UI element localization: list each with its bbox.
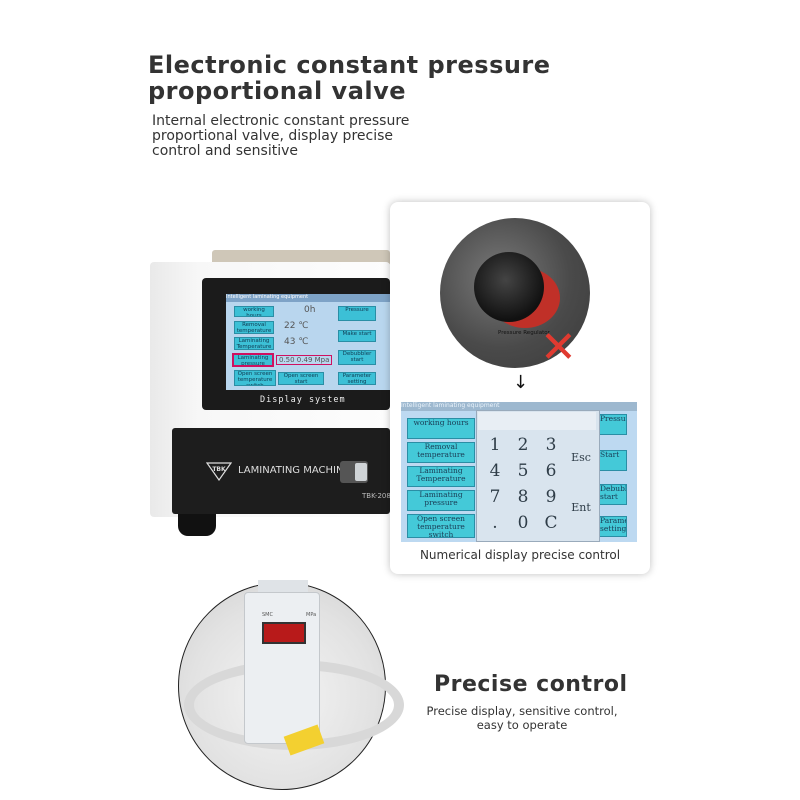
kp-working-hours-button[interactable]: working hours [407, 418, 475, 439]
description-line-3: control and sensitive [152, 143, 299, 159]
screen-working-hours-button[interactable]: working hours [234, 306, 274, 317]
kp-laminating-temperature-button[interactable]: Laminating Temperature [407, 466, 475, 487]
screen-removal-temp-button[interactable]: Removal temperature [234, 321, 274, 334]
kp-open-screen-temp-switch-button[interactable]: Open screen temperature switch [407, 514, 475, 539]
kp-pressure-button[interactable]: Pressure [599, 414, 627, 435]
key-3[interactable]: 3 [545, 435, 557, 455]
headline: Electronic constant pressure proportiona… [148, 52, 551, 104]
screen-laminating-pressure-value: 0.50 0.49 Mpa [276, 355, 333, 365]
key-4[interactable]: 4 [489, 461, 501, 481]
kp-debubbler-start-button[interactable]: Debubbler start [599, 484, 627, 505]
key-esc[interactable]: Esc [571, 451, 591, 464]
key-enter[interactable]: Ent [571, 501, 591, 514]
machine-switch-lever[interactable] [355, 463, 367, 481]
machine-touch-screen: working hours 0h Removal temperature 22 … [226, 294, 390, 390]
tbk-logo-text: TBK [212, 466, 226, 473]
key-7[interactable]: 7 [489, 487, 501, 507]
description-line-1: Internal electronic constant pressure [152, 113, 410, 129]
key-2[interactable]: 2 [517, 435, 529, 455]
proportional-valve [244, 592, 320, 744]
tbk-logo-icon: TBK [206, 462, 232, 481]
numeric-keypad: 1 2 3 4 5 6 7 8 9 . 0 C Esc Ent [476, 410, 600, 542]
precise-control-description: Precise display, sensitive control, easy… [414, 704, 630, 732]
machine-foot [178, 514, 216, 536]
key-decimal[interactable]: . [492, 513, 498, 533]
screen-laminating-temp-value: 43 ℃ [284, 337, 309, 347]
key-clear[interactable]: C [544, 513, 558, 533]
kp-laminating-pressure-button[interactable]: Laminating pressure [407, 490, 475, 511]
key-6[interactable]: 6 [545, 461, 557, 481]
screen-make-start-button[interactable]: Make start [338, 330, 376, 342]
screen-open-screen-temp-switch-button[interactable]: Open screen temperature switch [234, 370, 276, 386]
regulator-knob [474, 252, 544, 322]
screen-open-screen-start-button[interactable]: Open screen start [278, 372, 324, 385]
kp-removal-temperature-button[interactable]: Removal temperature [407, 442, 475, 463]
screen-laminating-pressure-button[interactable]: Laminating pressure [232, 353, 274, 367]
valve-brand-label: SMC [262, 612, 273, 618]
precise-control-line-1: Precise display, sensitive control, [426, 704, 618, 718]
red-x-icon: ✕ [540, 322, 577, 373]
key-9[interactable]: 9 [545, 487, 557, 507]
headline-description: Internal electronic constant pressure pr… [152, 114, 409, 159]
keypad-display [478, 412, 596, 430]
headline-line-1: Electronic constant pressure [148, 51, 551, 79]
machine-model-label: TBK-208 [362, 492, 391, 500]
kp-parameter-setting-button[interactable]: Parameter setting [599, 516, 627, 537]
precise-control-title: Precise control [434, 672, 628, 697]
screen-pressure-button[interactable]: Pressure [338, 306, 376, 321]
key-1[interactable]: 1 [489, 435, 501, 455]
valve-led-display [262, 622, 306, 644]
description-line-2: proportional valve, display precise [152, 128, 394, 144]
headline-line-2: proportional valve [148, 77, 407, 105]
key-5[interactable]: 5 [517, 461, 529, 481]
display-system-label: Display system [260, 395, 346, 405]
detail-card-caption: Numerical display precise control [419, 548, 621, 562]
screen-removal-temp-value: 22 ℃ [284, 321, 309, 331]
regulator-caption: Pressure Regulator [498, 330, 550, 336]
screen-working-hours-value: 0h [304, 305, 316, 315]
arrow-down-icon: ↓ [513, 372, 529, 393]
machine-brand-label: LAMINATING MACHINE [238, 465, 350, 476]
machine-screen-header: Intelligent laminating equipment [226, 294, 390, 302]
keypad-screen-header: Intelligent laminating equipment [401, 402, 637, 411]
screen-parameter-setting-button[interactable]: Parameter setting [338, 372, 376, 385]
screen-laminating-temp-button[interactable]: Laminating Temperature [234, 337, 274, 350]
precise-control-line-2: easy to operate [476, 718, 568, 732]
key-0[interactable]: 0 [517, 513, 529, 533]
kp-start-button[interactable]: Start [599, 450, 627, 471]
screen-debubbler-start-button[interactable]: Debubbler start [338, 350, 376, 365]
key-8[interactable]: 8 [517, 487, 529, 507]
valve-unit-label: MPa [306, 612, 317, 618]
